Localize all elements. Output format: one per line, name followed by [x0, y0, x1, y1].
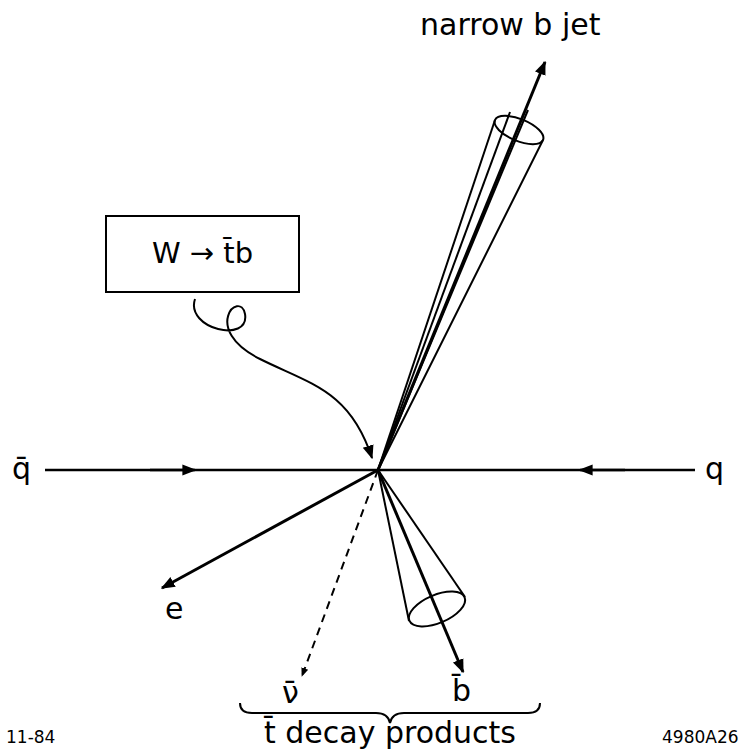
neutrino-arrow — [302, 470, 378, 676]
figure-number: 4980A26 — [662, 728, 739, 747]
b-jet-cone — [378, 110, 547, 470]
beam-arrow — [150, 469, 195, 472]
jet-label: narrow b jet — [420, 8, 600, 41]
beam-arrow — [580, 469, 625, 472]
date-code: 11-84 — [6, 728, 55, 747]
bbar-arrow — [378, 470, 463, 672]
particle-label: b̄ — [452, 674, 471, 707]
bbar-jet-cone — [378, 470, 470, 634]
callout-pointer — [194, 299, 372, 458]
particle-label: q̄ — [12, 452, 31, 485]
particle-label: q — [705, 452, 724, 485]
box-text: W → t̄b — [152, 238, 253, 270]
beam-line — [45, 469, 695, 472]
formula-box: W → t̄b — [105, 215, 300, 293]
group-label: t̄ decay products — [264, 716, 516, 749]
b-jet-arrow — [378, 62, 545, 470]
particle-label: ν̄ — [282, 676, 299, 709]
particle-label: e — [165, 592, 183, 625]
electron-arrow — [162, 470, 378, 588]
